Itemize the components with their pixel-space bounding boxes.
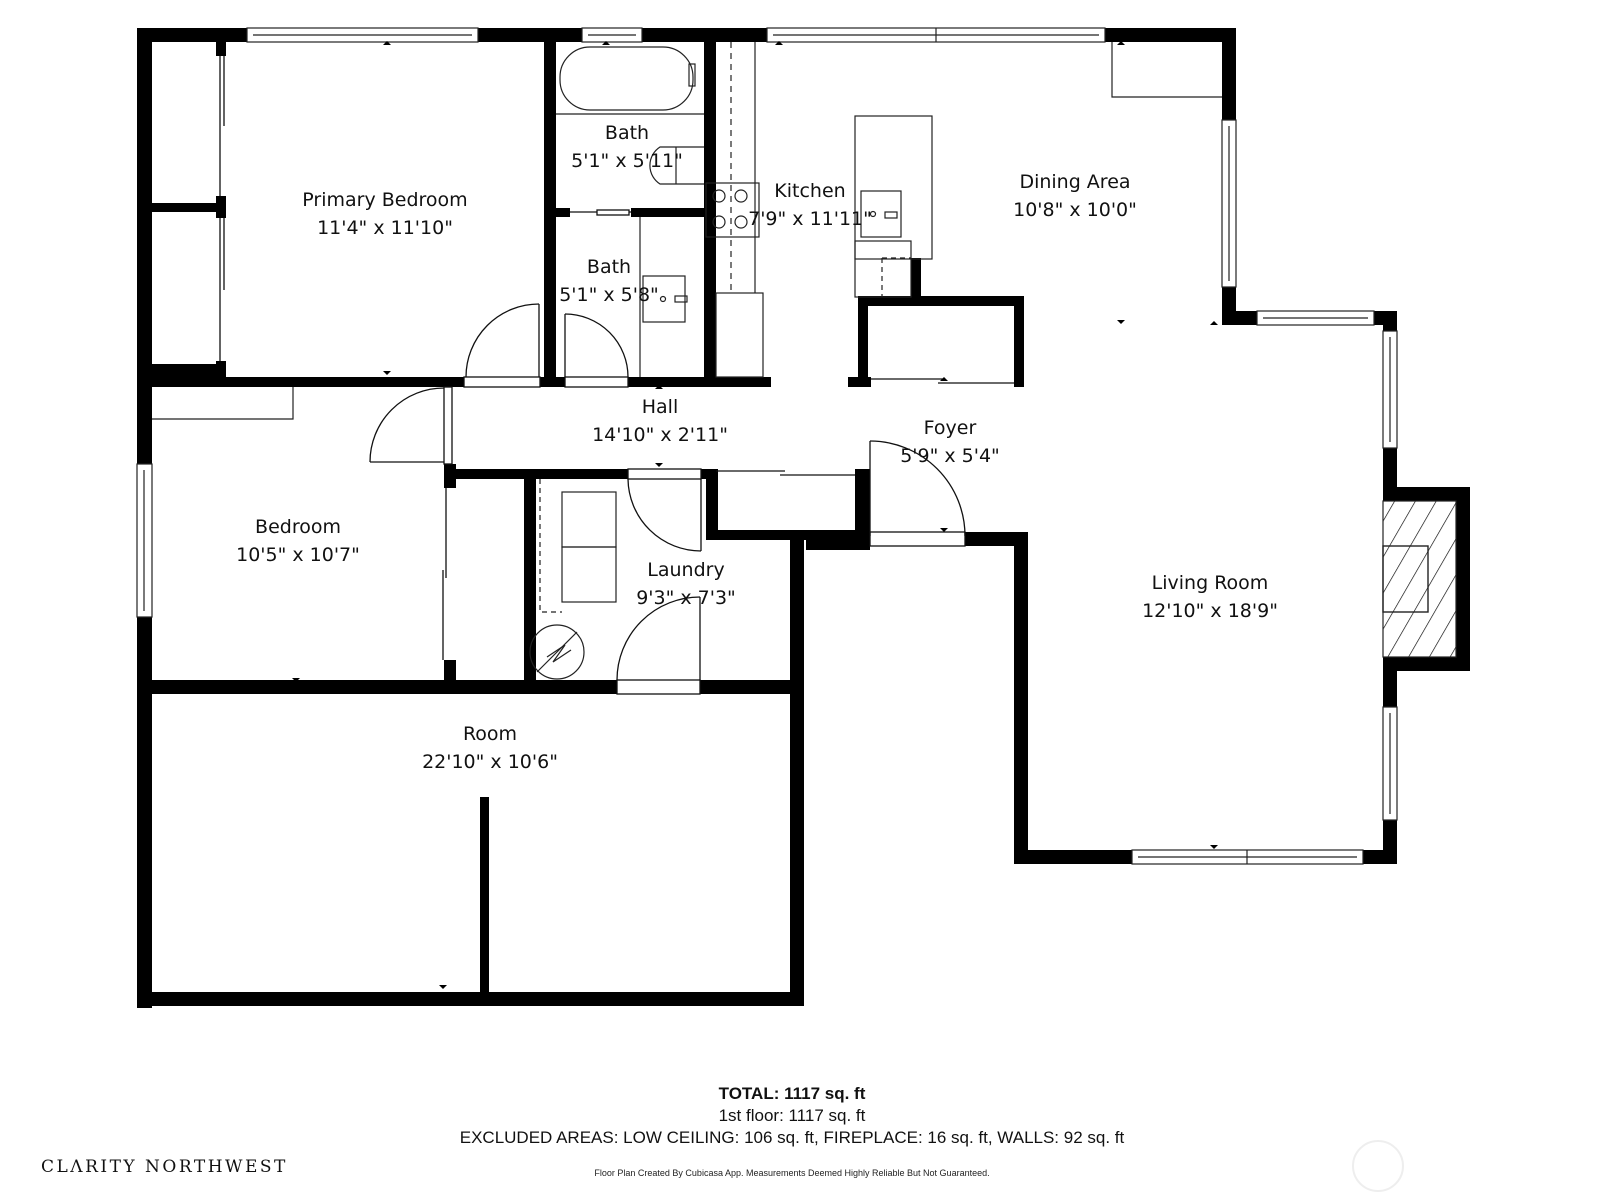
room-name: Bedroom: [255, 516, 341, 538]
room-label-dining-area: Dining Area 10'8" x 10'0": [1013, 168, 1137, 224]
room-label-bath-upper: Bath 5'1" x 5'11": [571, 119, 683, 175]
room-name: Bath: [586, 256, 632, 278]
disclaimer: Floor Plan Created By Cubicasa App. Meas…: [594, 1168, 990, 1178]
first-floor-area: 1st floor: 1117 sq. ft: [718, 1106, 866, 1125]
room-label-hall: Hall 14'10" x 2'11": [592, 393, 728, 449]
room-label-bedroom: Bedroom 10'5" x 10'7": [236, 513, 360, 569]
room-name: Hall: [641, 396, 679, 418]
room-label-room: Room 22'10" x 10'6": [422, 720, 558, 776]
fixtures: [152, 42, 1222, 680]
walls: [137, 28, 1470, 1008]
total-area: TOTAL: 1117 sq. ft: [718, 1084, 866, 1103]
room-label-laundry: Laundry 9'3" x 7'3": [636, 556, 736, 612]
room-name: Foyer: [923, 417, 977, 439]
room-label-bath-lower: Bath 5'1" x 5'8": [559, 253, 659, 309]
room-name: Laundry: [647, 559, 725, 581]
room-name: Kitchen: [774, 180, 846, 202]
dimension-markers: [292, 41, 1218, 989]
room-dimensions: 5'1" x 5'11": [571, 150, 683, 172]
room-dimensions: 9'3" x 7'3": [636, 587, 736, 609]
excluded-areas: EXCLUDED AREAS: LOW CEILING: 106 sq. ft,…: [459, 1128, 1125, 1147]
room-name: Bath: [604, 122, 650, 144]
room-dimensions: 22'10" x 10'6": [422, 751, 558, 773]
room-dimensions: 5'1" x 5'8": [559, 284, 659, 306]
room-name: Living Room: [1151, 572, 1269, 594]
brand-logo: CLΛRITY NORTHWEST: [41, 1157, 288, 1177]
windows: [136, 27, 1398, 865]
room-name: Room: [462, 723, 518, 745]
room-dimensions: 10'8" x 10'0": [1013, 199, 1137, 221]
room-label-primary-bedroom: Primary Bedroom 11'4" x 11'10": [302, 186, 467, 242]
room-dimensions: 11'4" x 11'10": [317, 217, 453, 239]
room-label-foyer: Foyer 5'9" x 5'4": [900, 414, 1000, 470]
compass-icon: [1352, 1140, 1404, 1192]
room-name: Primary Bedroom: [302, 189, 468, 211]
room-name: Dining Area: [1019, 171, 1131, 193]
room-label-kitchen: Kitchen 7'9" x 11'11": [748, 177, 872, 233]
doors: [219, 56, 1014, 695]
fireplace: [1382, 500, 1457, 658]
room-dimensions: 7'9" x 11'11": [748, 208, 872, 230]
room-dimensions: 12'10" x 18'9": [1142, 600, 1278, 622]
room-dimensions: 14'10" x 2'11": [592, 424, 728, 446]
room-dimensions: 10'5" x 10'7": [236, 544, 360, 566]
room-label-living-room: Living Room 12'10" x 18'9": [1142, 569, 1278, 625]
room-dimensions: 5'9" x 5'4": [900, 445, 1000, 467]
